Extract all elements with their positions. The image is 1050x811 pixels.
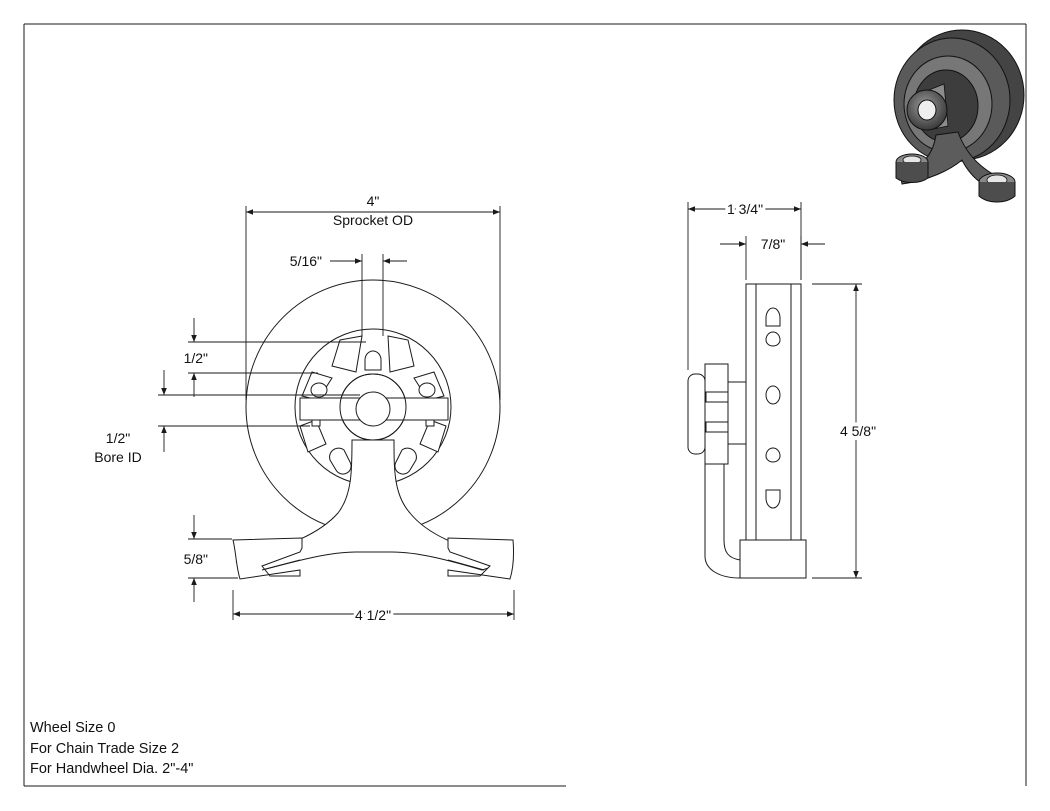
side-chain-pockets (765, 307, 781, 509)
side-base (739, 539, 807, 579)
base-foot-left (232, 537, 303, 580)
hub-height-dimension: 1/2" (184, 350, 208, 366)
base-height-dimension: 5/8" (184, 551, 208, 567)
side-dimensions: 1 3/4" 7/8" 4 5/8" (687, 198, 880, 579)
bore-id-label: Bore ID (94, 449, 141, 465)
front-view (232, 279, 515, 580)
isometric-preview (893, 29, 1025, 203)
base-width-dimension: 4 1/2" (355, 607, 391, 623)
overall-depth-dimension: 1 3/4" (727, 201, 763, 217)
spoke-windows (299, 335, 447, 453)
note-chain-trade-size: For Chain Trade Size 2 (30, 740, 180, 757)
overall-height-dimension: 4 5/8" (840, 423, 876, 439)
bore-id-value: 1/2" (106, 430, 130, 446)
chain-pockets (310, 350, 436, 475)
side-bracket (704, 463, 741, 579)
drawing-notes: Wheel Size 0 For Chain Trade Size 2 For … (30, 718, 193, 780)
bracket (235, 439, 510, 571)
side-view (687, 283, 807, 579)
sprocket-od-value: 4" (367, 193, 380, 209)
front-dimensions: 4" Sprocket OD 5/16" 1/2" 1/2" Bore ID 5… (94, 193, 515, 626)
bore (355, 391, 391, 427)
note-handwheel-diameter: For Handwheel Dia. 2"-4" (30, 761, 194, 777)
side-handwheel-boss (687, 373, 706, 455)
slot-width-dimension: 5/16" (290, 253, 322, 269)
sprocket-od-label: Sprocket OD (333, 212, 413, 228)
side-hub (727, 381, 747, 445)
wheel-width-dimension: 7/8" (761, 236, 785, 252)
sheet-border (23, 23, 1027, 787)
base-foot-right (447, 537, 515, 580)
note-wheel-size: Wheel Size 0 (30, 720, 116, 736)
